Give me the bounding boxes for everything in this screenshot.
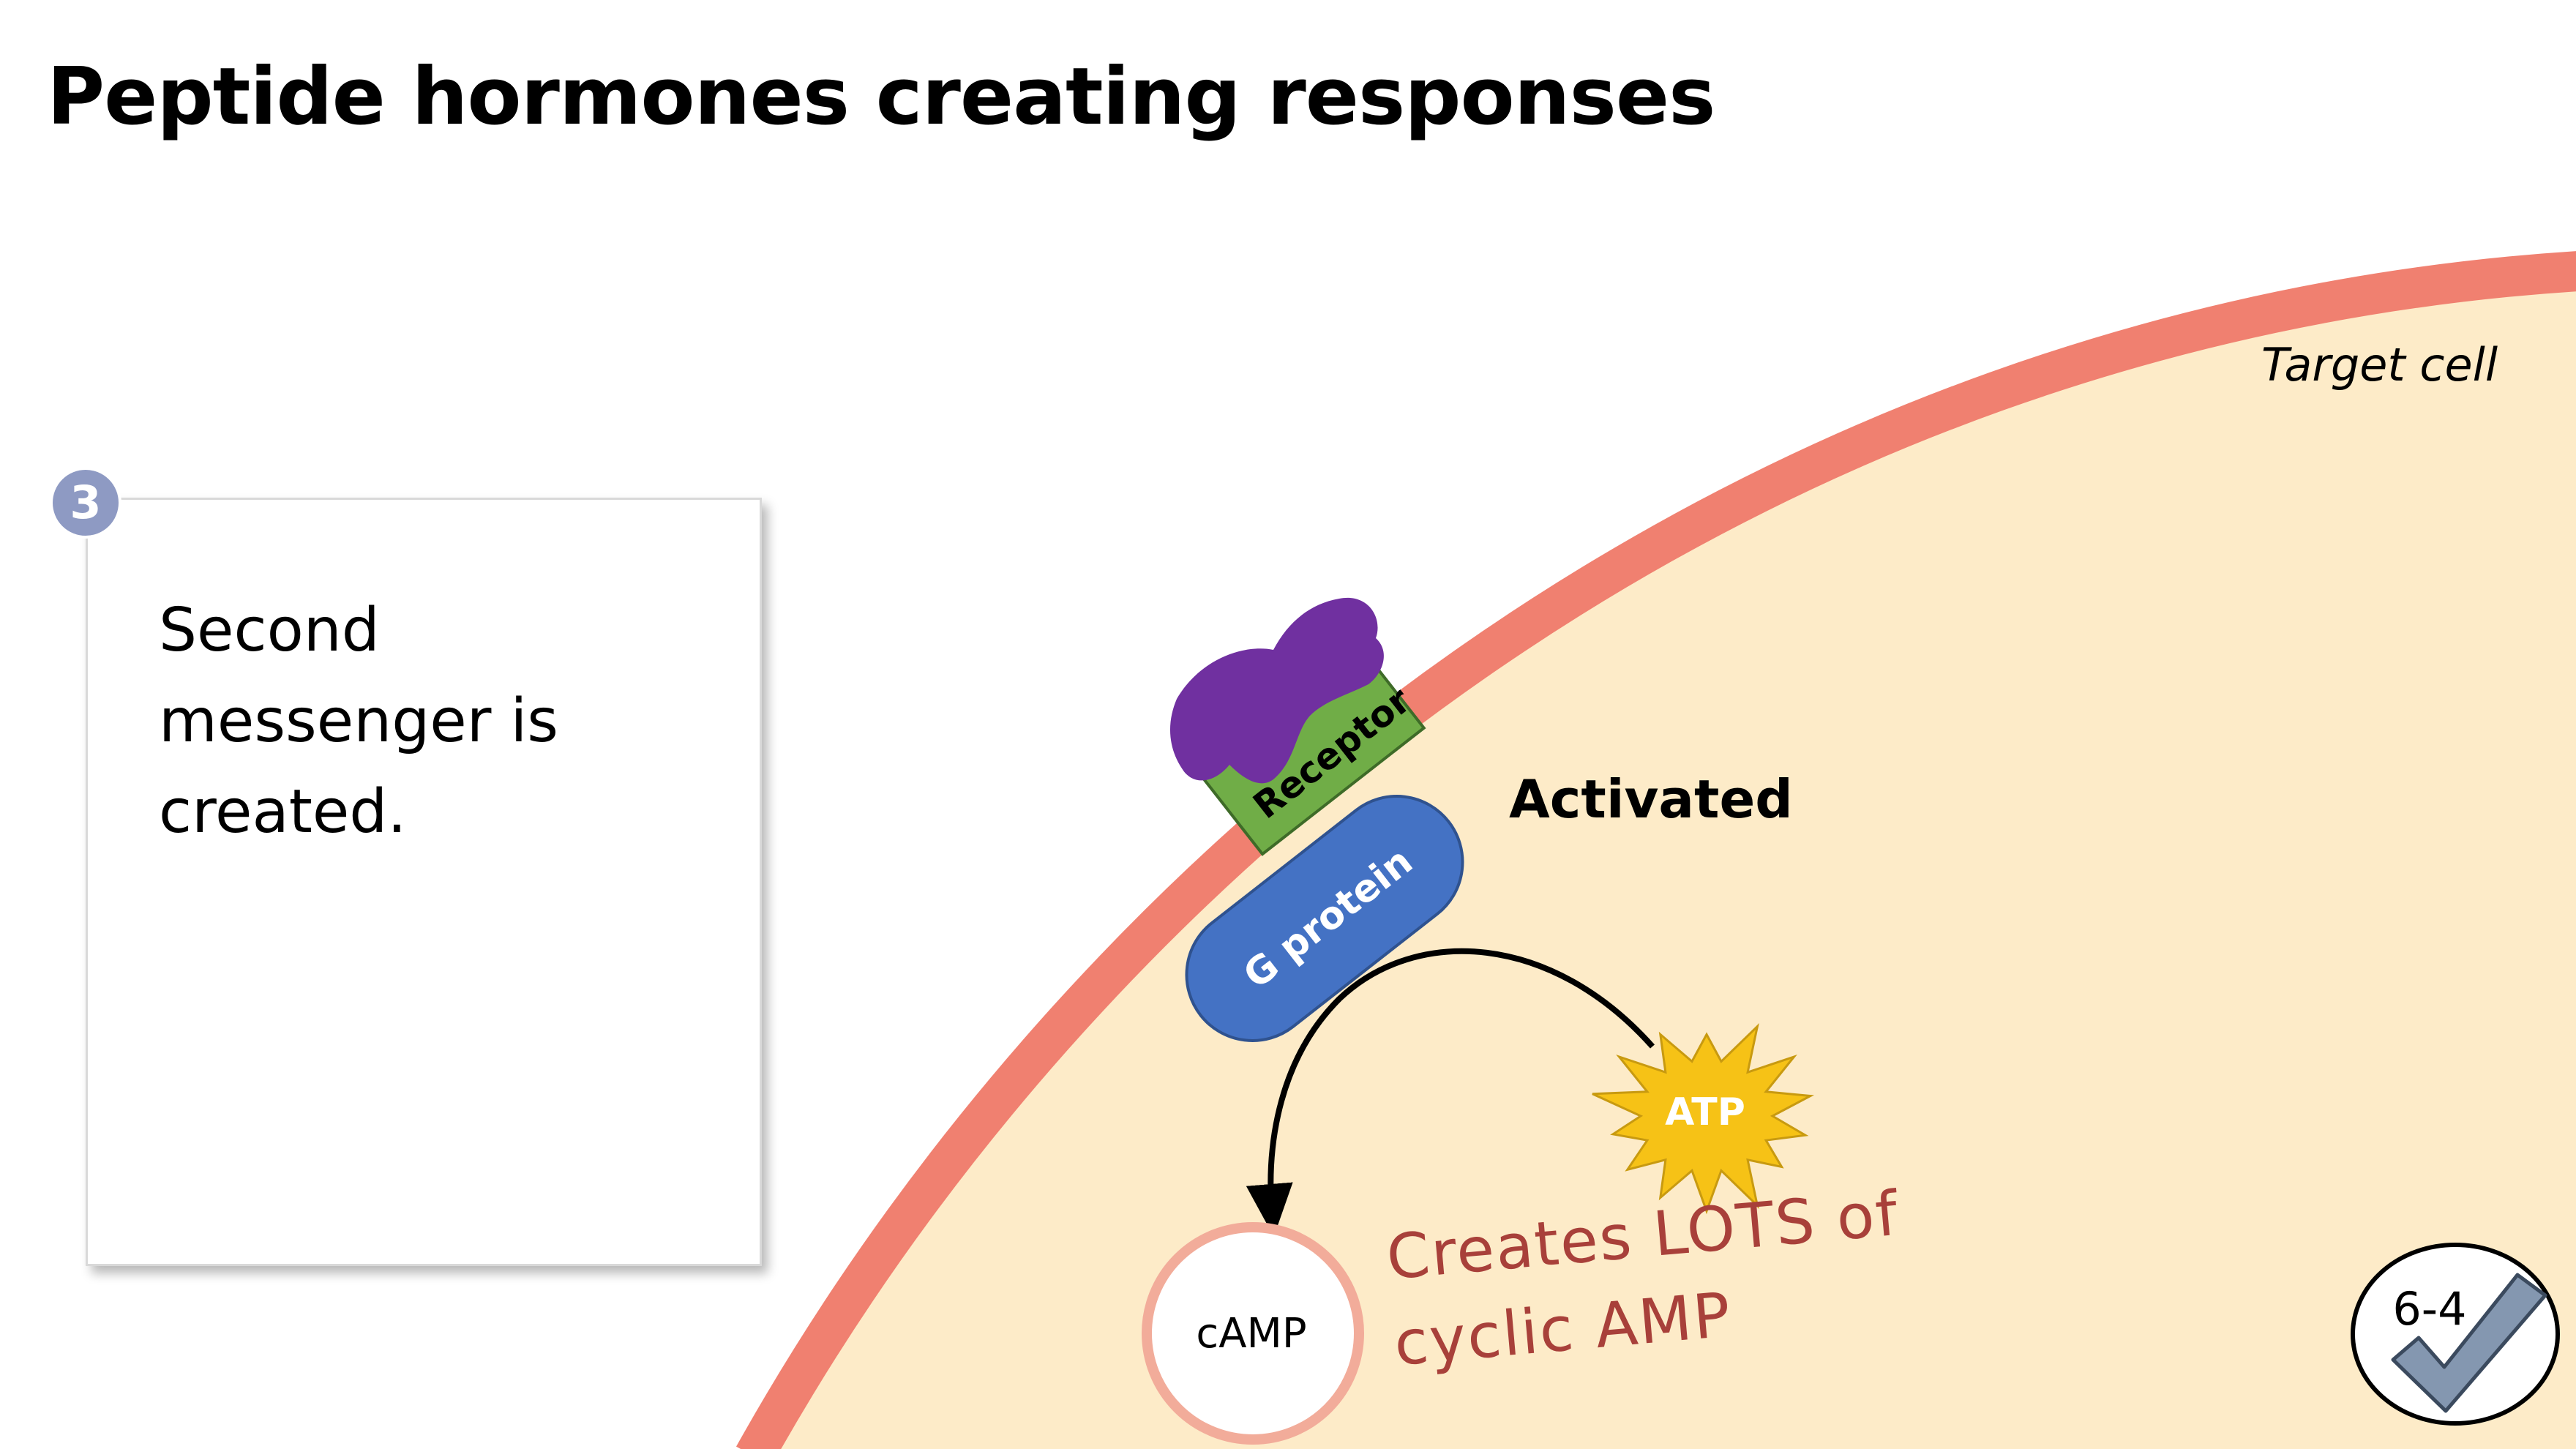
checkmark-icon [2391,1273,2547,1413]
section-badge-label: 6-4 [2392,1282,2467,1336]
cell-cytoplasm [757,271,2576,1449]
hormone [1169,597,1384,784]
step-card [86,498,762,1266]
g-protein [1185,795,1464,1042]
target-cell-label: Target cell [2261,338,2498,392]
camp-circle [1142,1222,1364,1445]
camp-label: cAMP [1196,1310,1307,1358]
atp-label: ATP [1665,1090,1745,1134]
cell-membrane [736,251,2576,1449]
step-number-badge: 3 [50,467,121,539]
activated-label: Activated [1509,768,1793,830]
step-description: Second messenger is created. [159,596,558,847]
slide-title: Peptide hormones creating responses [47,51,1715,143]
atp-starburst [1592,1022,1815,1215]
conversion-arrow [1246,948,1655,1237]
